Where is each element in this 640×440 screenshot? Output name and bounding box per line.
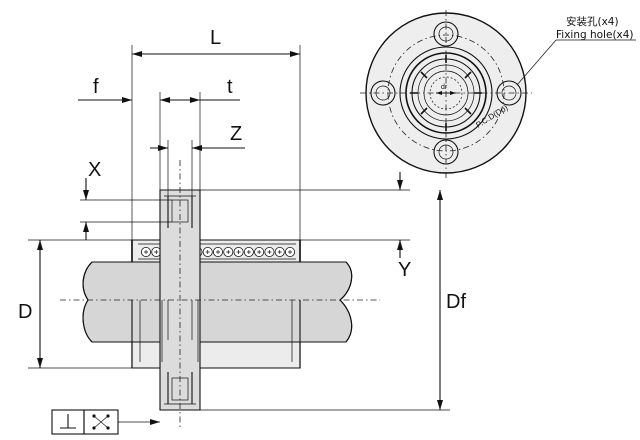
dim-label-f: f	[93, 76, 99, 98]
dim-label-dr: dr	[441, 84, 448, 91]
concentricity-symbol	[92, 414, 110, 430]
front-view: dr P.C.D(Dp) 安装孔(x4) Fixing hole(x4)	[360, 10, 636, 178]
dim-label-t: t	[227, 76, 233, 98]
shaft	[82, 261, 353, 343]
tolerance-frame	[51, 409, 160, 435]
dim-label-Y: Y	[398, 259, 411, 281]
dim-label-D: D	[18, 301, 32, 323]
fixing-hole-label-en: Fixing hole(x4)	[556, 29, 634, 41]
fixing-hole-label-cn: 安装孔(x4)	[566, 15, 619, 28]
dim-label-Z: Z	[230, 123, 242, 145]
side-view: L f t Z X D	[18, 27, 466, 435]
bearing-lower-body	[131, 341, 301, 369]
dim-label-X: X	[88, 159, 101, 181]
dim-label-L: L	[210, 27, 221, 49]
dim-label-Df: Df	[446, 291, 466, 313]
